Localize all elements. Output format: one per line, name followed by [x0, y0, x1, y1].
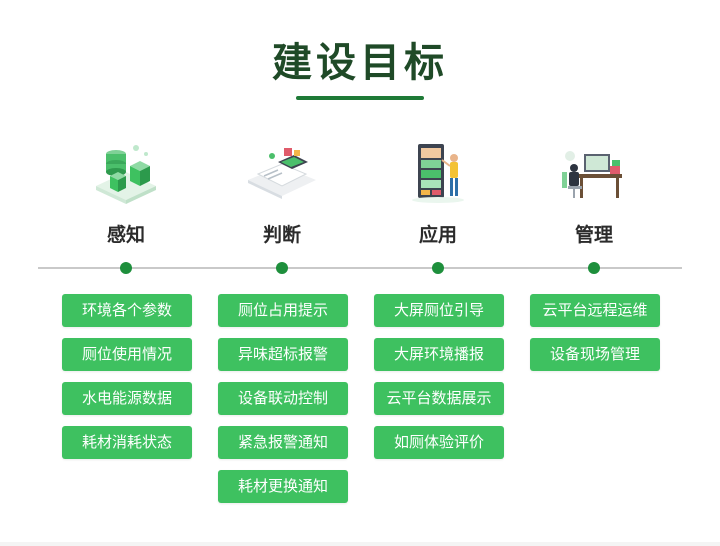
desk-operator-icon	[554, 140, 634, 206]
judgement-item-list: 厕位占用提示 异味超标报警 设备联动控制 紧急报警通知 耗材更换通知	[218, 294, 348, 514]
timeline-dot	[276, 262, 288, 274]
list-item: 厕位占用提示	[218, 294, 348, 327]
page-title: 建设目标	[272, 40, 448, 86]
list-item: 紧急报警通知	[218, 426, 348, 459]
tablet-analysis-icon	[242, 140, 322, 206]
list-item: 设备现场管理	[530, 338, 660, 371]
timeline-line	[38, 267, 682, 269]
list-item: 水电能源数据	[62, 382, 192, 415]
list-item: 异味超标报警	[218, 338, 348, 371]
big-screen-person-icon	[398, 140, 478, 206]
column-heading: 感知	[106, 224, 145, 246]
server-data-icon	[86, 140, 166, 206]
application-item-list: 大屏厕位引导 大屏环境播报 云平台数据展示 如厕体验评价	[374, 294, 504, 470]
timeline-dot	[120, 262, 132, 274]
bottom-divider	[0, 542, 720, 546]
list-item: 云平台远程运维	[530, 294, 660, 327]
management-item-list: 云平台远程运维 设备现场管理	[530, 294, 660, 382]
list-item: 环境各个参数	[62, 294, 192, 327]
list-item: 厕位使用情况	[62, 338, 192, 371]
timeline-dot	[432, 262, 444, 274]
column-heading: 判断	[262, 224, 301, 246]
list-item: 耗材消耗状态	[62, 426, 192, 459]
column-heading: 管理	[574, 224, 613, 246]
list-item: 设备联动控制	[218, 382, 348, 415]
perception-item-list: 环境各个参数 厕位使用情况 水电能源数据 耗材消耗状态	[62, 294, 192, 470]
timeline-dot	[588, 262, 600, 274]
list-item: 如厕体验评价	[374, 426, 504, 459]
list-item: 耗材更换通知	[218, 470, 348, 503]
list-item: 大屏厕位引导	[374, 294, 504, 327]
list-item: 大屏环境播报	[374, 338, 504, 371]
column-heading: 应用	[418, 224, 457, 246]
list-item: 云平台数据展示	[374, 382, 504, 415]
title-underline	[296, 96, 424, 100]
